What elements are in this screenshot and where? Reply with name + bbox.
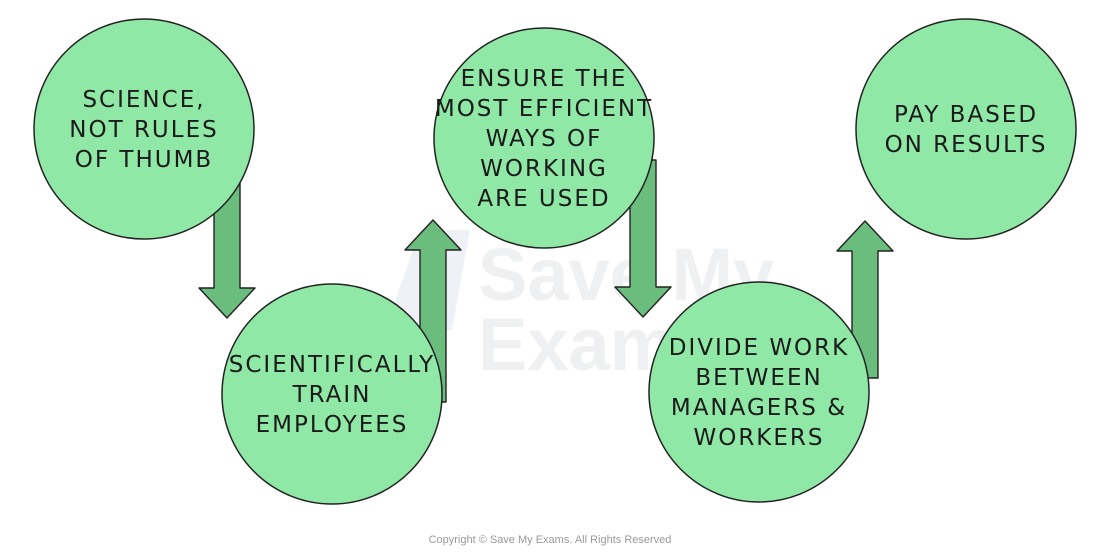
step-text-line: SCIENCE, xyxy=(82,87,205,113)
step-circle xyxy=(33,18,255,240)
step-text-line: ON RESULTS xyxy=(885,132,1048,158)
step-4: DIVIDE WORK BETWEEN MANAGERS & WORKERS xyxy=(648,281,870,503)
step-1: SCIENCE, NOT RULES OF THUMB xyxy=(33,18,255,240)
copyright-notice: Copyright © Save My Exams. All Rights Re… xyxy=(428,534,672,546)
step-circle xyxy=(855,18,1077,240)
step-circle xyxy=(221,283,443,505)
step-5: PAY BASED ON RESULTS xyxy=(855,18,1077,240)
step-text-line: WORKING xyxy=(480,156,608,182)
step-text-line: ARE USED xyxy=(477,186,610,212)
step-text-line: NOT RULES xyxy=(69,117,218,143)
arrow-up-4 xyxy=(836,220,894,379)
step-text-line: MOST EFFICIENT xyxy=(435,96,653,122)
step-text-line: DIVIDE WORK xyxy=(669,335,849,361)
step-text-line: MANAGERS & xyxy=(671,395,847,421)
step-text-line: BETWEEN xyxy=(695,365,822,391)
step-circle xyxy=(433,27,655,249)
connector-arrows xyxy=(198,159,894,403)
arrow-up-2 xyxy=(404,219,462,403)
step-text-line: WAYS OF xyxy=(486,126,603,152)
step-text-line: OF THUMB xyxy=(75,147,213,173)
step-3: ENSURE THE MOST EFFICIENT WAYS OF WORKING AR… xyxy=(433,27,655,249)
step-text-line: SCIENTIFICALLY xyxy=(229,352,435,378)
step-text-line: TRAIN xyxy=(292,382,372,408)
step-text-line: PAY BASED xyxy=(894,102,1038,128)
step-text-line: EMPLOYEES xyxy=(256,412,409,438)
arrow-down-3 xyxy=(614,159,672,318)
step-2: SCIENTIFICALLY TRAIN EMPLOYEES xyxy=(221,283,443,505)
step-circles: SCIENCE, NOT RULES OF THUMB SCIENTIFICALLY T… xyxy=(33,18,1077,505)
step-text-line: WORKERS xyxy=(693,425,824,451)
step-circle xyxy=(648,281,870,503)
step-text-line: ENSURE THE xyxy=(461,66,628,92)
